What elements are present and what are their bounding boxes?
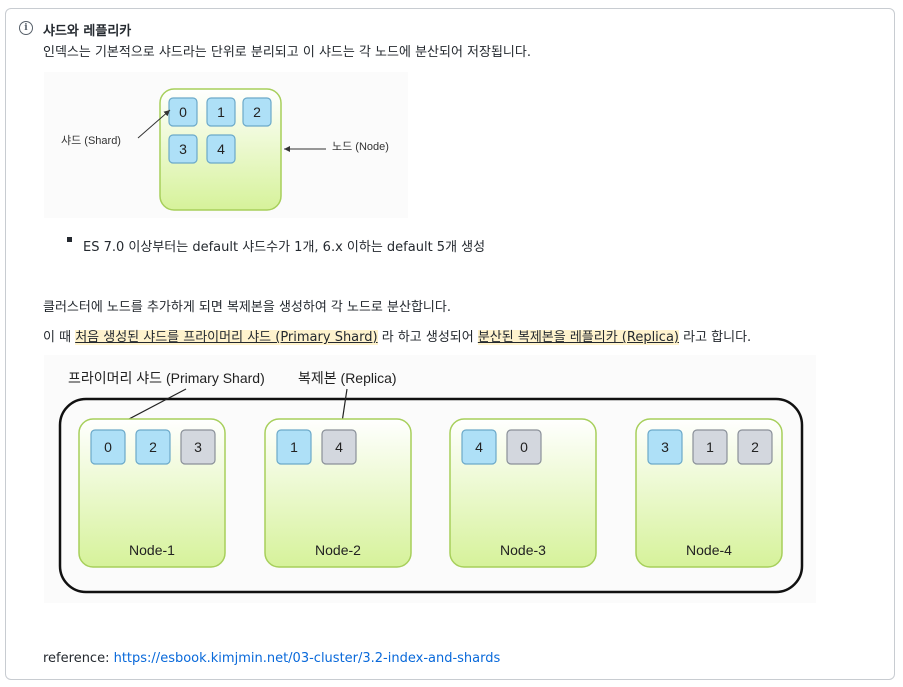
shard-2: 2: [242, 97, 272, 127]
info-icon: i: [19, 21, 33, 35]
shard-id: 2: [751, 439, 759, 455]
node-2: Node-2 1 4: [264, 418, 412, 568]
bullet-marker: [67, 237, 72, 242]
replica-shard-0: 0: [506, 429, 542, 465]
reference-line: reference: https://esbook.kimjmin.net/03…: [43, 651, 501, 666]
shard-id: 0: [104, 439, 112, 455]
shard-node-diagram: 0 1 2 3 4 샤드 (Shard) 노드 (Node): [44, 72, 408, 218]
shard-4: 4: [206, 134, 236, 164]
callout-title: 샤드와 레플리카: [43, 24, 132, 39]
primary-shard-0: 0: [90, 429, 126, 465]
node-1: Node-1 0 2 3: [78, 418, 226, 568]
primary-shard-3: 3: [647, 429, 683, 465]
intro-text: 인덱스는 기본적으로 샤드라는 단위로 분리되고 이 샤드는 각 노드에 분산되…: [43, 45, 531, 60]
shard-id: 2: [253, 104, 261, 120]
shard-id: 2: [149, 439, 157, 455]
shard-1: 1: [206, 97, 236, 127]
node-label: 노드 (Node): [332, 141, 389, 153]
node-name: Node-4: [686, 542, 732, 558]
replica-shard-4: 4: [321, 429, 357, 465]
shard-id: 3: [661, 439, 669, 455]
shard-id: 1: [290, 439, 298, 455]
shard-arrow: [137, 109, 171, 139]
shard-id: 4: [335, 439, 343, 455]
cluster-boundary: [58, 397, 804, 594]
replica-shard-1: 1: [692, 429, 728, 465]
shard-id: 3: [194, 439, 202, 455]
node-name: Node-2: [315, 542, 361, 558]
paragraph-primary-replica: 이 때 처음 생성된 샤드를 프라이머리 샤드 (Primary Shard) …: [43, 330, 752, 345]
paragraph-replica: 클러스터에 노드를 추가하게 되면 복제본을 생성하여 각 노드로 분산합니다.: [43, 300, 451, 315]
highlight-primary: 처음 생성된 샤드를 프라이머리 샤드 (Primary Shard): [75, 330, 378, 345]
bullet-text: ES 7.0 이상부터는 default 샤드수가 1개, 6.x 이하는 de…: [83, 240, 486, 255]
shard-id: 3: [179, 141, 187, 157]
node-name: Node-1: [129, 542, 175, 558]
shard-label: 샤드 (Shard): [61, 134, 121, 147]
replica-shard-2: 2: [737, 429, 773, 465]
shard-id: 1: [706, 439, 714, 455]
primary-shard-2: 2: [135, 429, 171, 465]
primary-shard-4: 4: [461, 429, 497, 465]
node-4: Node-4 3 1 2: [635, 418, 783, 568]
replica-label: 복제본 (Replica): [298, 370, 397, 386]
node-name: Node-3: [500, 542, 546, 558]
reference-link[interactable]: https://esbook.kimjmin.net/03-cluster/3.…: [113, 651, 501, 666]
primary-shard-1: 1: [276, 429, 312, 465]
node-3: Node-3 4 0: [449, 418, 597, 568]
primary-shard-label: 프라이머리 샤드 (Primary Shard): [68, 370, 265, 386]
shard-id: 4: [475, 439, 483, 455]
shard-id: 0: [179, 104, 187, 120]
shard-0: 0: [168, 97, 198, 127]
highlight-replica: 분산된 복제본을 레플리카 (Replica): [477, 330, 679, 345]
replica-shard-3: 3: [180, 429, 216, 465]
shard-3: 3: [168, 134, 198, 164]
shard-id: 0: [520, 439, 528, 455]
shard-id: 4: [217, 141, 225, 157]
shard-id: 1: [217, 104, 225, 120]
cluster-diagram: 프라이머리 샤드 (Primary Shard) 복제본 (Replica) N…: [44, 355, 816, 603]
